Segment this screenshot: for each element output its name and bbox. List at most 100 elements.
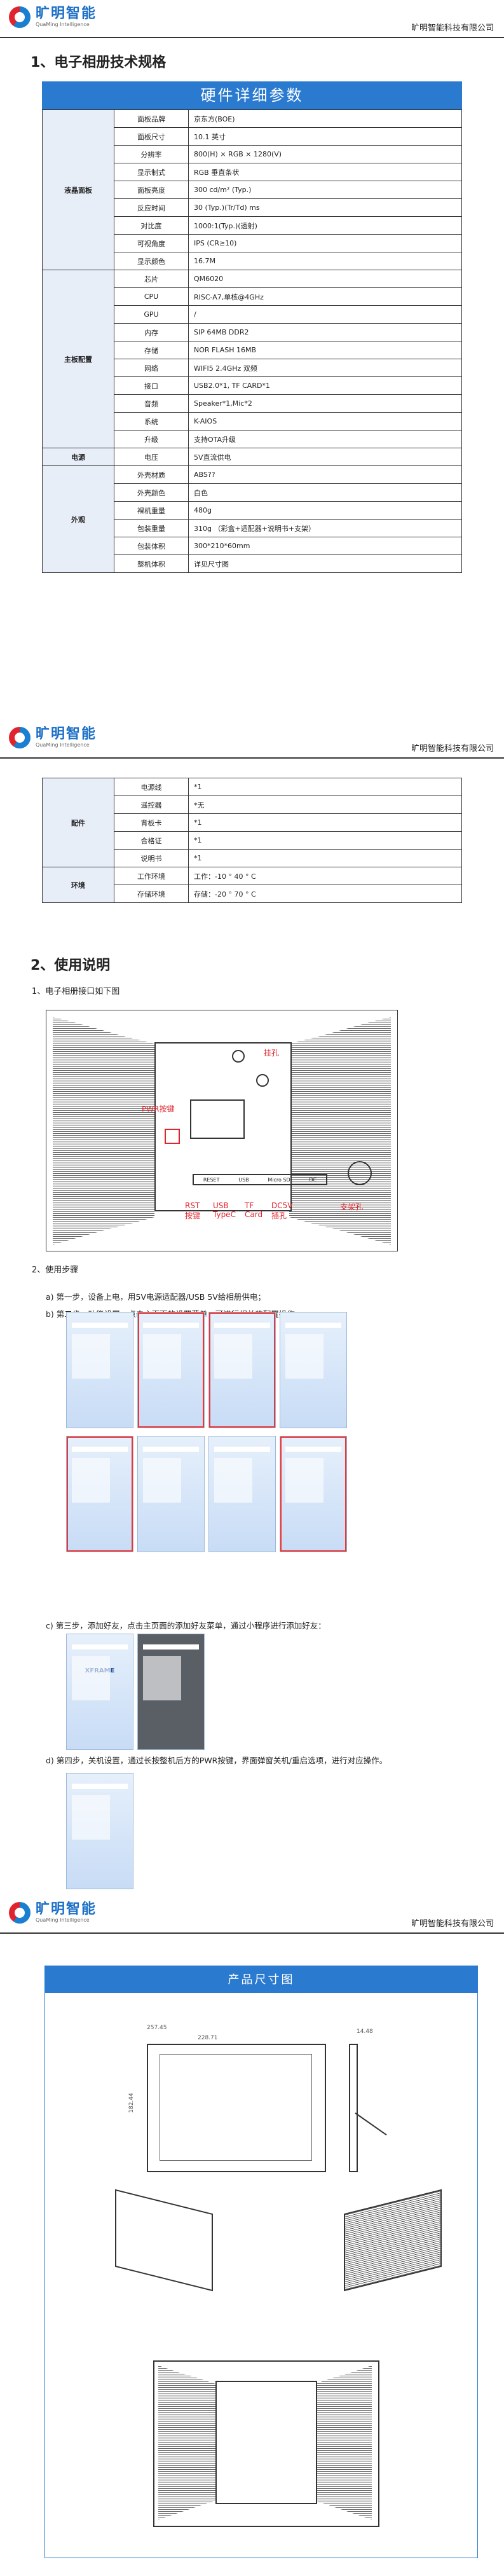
spec-value: 5V直流供电: [188, 448, 462, 466]
dimension-drawing-box: 产品尺寸图 257.45 228.71 182.44 14.48: [44, 1966, 478, 2558]
spec-item: 面板品牌: [114, 109, 189, 128]
spec-item: 面板尺寸: [114, 127, 189, 146]
usage-title: 2、使用说明: [31, 958, 111, 974]
app-screenshot: [280, 1312, 347, 1428]
spec-item: 分辨率: [114, 145, 189, 163]
port-strip: RESET USB Micro SD DC: [193, 1174, 327, 1185]
spec-value: USB2.0*1, TF CARD*1: [188, 376, 462, 395]
spec-row: 外壳颜色白色: [43, 483, 462, 502]
spec-value: IPS (CR≥10): [188, 234, 462, 252]
logo-en-text: QuaMing Intelligence: [36, 742, 90, 748]
page-2: 旷明智能 QuaMing Intelligence 旷明智能科技有限公司 配件电…: [0, 720, 504, 1896]
spec-item: 说明书: [114, 849, 189, 867]
logo-cn-text: 旷明智能: [36, 6, 97, 22]
back-open-view: [153, 2360, 379, 2527]
spec-category: 外观: [42, 465, 114, 573]
app-screenshot: [137, 1436, 205, 1552]
spec-value: 1000:1(Typ.)(透射): [188, 216, 462, 235]
xframe-title: XFRAME: [85, 1667, 115, 1674]
spec-item: 外壳材质: [114, 465, 189, 484]
spec-value: 白色: [188, 483, 462, 502]
spec-value: SIP 64MB DDR2: [188, 323, 462, 341]
app-screenshot: [208, 1312, 276, 1428]
usb-label: USB TypeC: [213, 1201, 236, 1219]
step-c: c) 第三步，添加好友，点击主页面的添加好友菜单，通过小程序进行添加好友：: [46, 1621, 326, 1630]
stand-hole-icon: [348, 1161, 372, 1185]
spec-row: 配件电源线*1: [42, 778, 462, 867]
spec-value: *1: [188, 778, 462, 796]
pwr-button-icon: [165, 1129, 180, 1144]
spec-item: 工作环境: [114, 867, 189, 885]
pwr-label: PWR按键: [142, 1105, 175, 1113]
spec-value: 30 (Typ.)(Tr/Td) ms: [188, 198, 462, 217]
spec-item: 电压: [114, 448, 189, 466]
page-header: 旷明智能 QuaMing Intelligence 旷明智能科技有限公司: [0, 1896, 504, 1934]
port-tf-label: Micro SD: [268, 1176, 290, 1183]
spec-item: 显示颜色: [114, 252, 189, 270]
logo-mark-icon: [9, 727, 31, 748]
app-screenshot-shutdown: [66, 1773, 133, 1889]
spec-item: 音频: [114, 394, 189, 413]
logo-en-text: QuaMing Intelligence: [36, 22, 90, 27]
spec-item: 可视角度: [114, 234, 189, 252]
spec-row: GPU/: [43, 305, 462, 324]
spec-value: 详见尺寸图: [188, 554, 462, 573]
spec-item: 裸机重量: [114, 501, 189, 520]
port-dc-label: DC: [309, 1176, 317, 1183]
spec-value: 300 cd/m² (Typ.): [188, 181, 462, 199]
step-d: d) 第四步，关机设置，通过长按整机后方的PWR按键，界面弹窗关机/重启选项，进…: [46, 1756, 388, 1765]
hook-hole-icon-2: [256, 1074, 269, 1087]
dc-label: DC5V 插孔: [271, 1201, 293, 1220]
steps-subtitle: 2、使用步骤: [32, 1265, 79, 1275]
spec-category: 配件: [42, 778, 114, 867]
spec-item: CPU: [114, 287, 189, 306]
shutdown-screens: [66, 1773, 133, 1889]
spec-category: 主板配置: [42, 270, 114, 448]
spec-item: 遥控器: [114, 796, 189, 814]
spec-row: 遥控器*无: [43, 796, 462, 814]
spec-row: 液晶面板面板品牌京东方(BOE): [42, 109, 462, 270]
spec-row: 升级支持OTA升级: [43, 430, 462, 448]
spec-value: *1: [188, 831, 462, 850]
app-screenshot: [66, 1436, 133, 1552]
company-logo: 旷明智能 QuaMing Intelligence: [9, 727, 97, 748]
spec-item: 合格证: [114, 831, 189, 850]
spec-value: 16.7M: [188, 252, 462, 270]
perspective-front: [115, 2189, 213, 2292]
interface-subtitle: 1、电子相册接口如下图: [32, 987, 120, 996]
spec-item: 包装体积: [114, 537, 189, 555]
spec-value: 480g: [188, 501, 462, 520]
page-1: 旷明智能 QuaMing Intelligence 旷明智能科技有限公司 1、电…: [0, 0, 504, 720]
spec-item: 电源线: [114, 778, 189, 796]
spec-value: Speaker*1,Mic*2: [188, 394, 462, 413]
app-screenshot: [208, 1436, 276, 1552]
rst-label: RST 按键: [185, 1201, 201, 1220]
frame-right-back: [289, 1017, 391, 1244]
qr-dialog-screenshot: [137, 1634, 205, 1750]
spec-value: 300*210*60mm: [188, 537, 462, 555]
frame-left-back: [53, 1017, 154, 1244]
spec-item: GPU: [114, 305, 189, 324]
spec-value: QM6020: [188, 270, 462, 288]
logo-mark-icon: [9, 6, 31, 28]
dim-width-inner: 228.71: [198, 2035, 218, 2041]
app-screenshot: [280, 1436, 347, 1552]
logo-mark-icon: [9, 1902, 31, 1924]
add-friend-screens: XFRAME: [66, 1634, 205, 1750]
dim-height: 182.44: [128, 2093, 135, 2113]
spec-item: 系统: [114, 412, 189, 430]
spec-item: 反应时间: [114, 198, 189, 217]
company-logo: 旷明智能 QuaMing Intelligence: [9, 1902, 97, 1924]
